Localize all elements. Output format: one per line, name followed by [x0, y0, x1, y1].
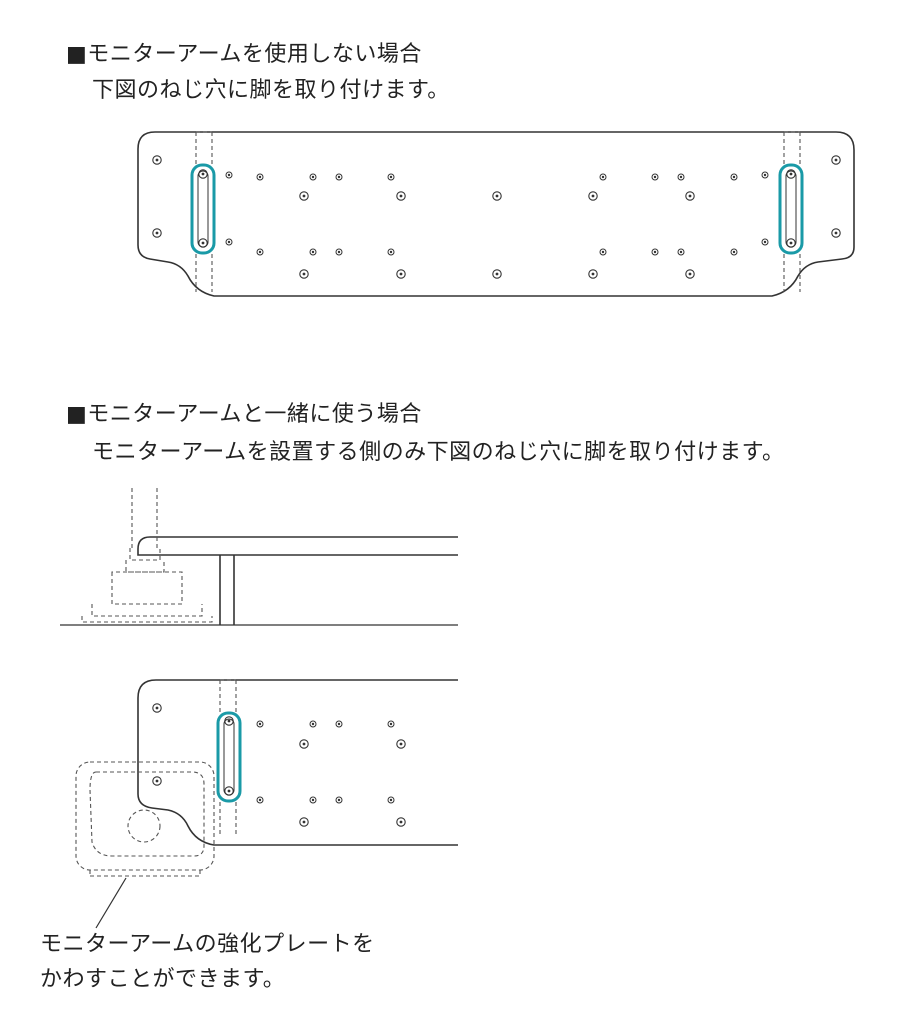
leg-mount-inner-right — [785, 170, 797, 248]
caption-leader-line — [95, 877, 127, 929]
desk-plate-partial-view — [137, 679, 458, 846]
screw-holes-partial — [152, 703, 406, 827]
section1-instruction: 下図のねじ穴に脚を取り付けます。 — [92, 78, 450, 103]
monitor-arm-outline — [81, 488, 213, 623]
leg-outline-partial — [219, 679, 237, 834]
screw-holes-top — [152, 155, 841, 279]
leg-outline-left — [195, 131, 213, 292]
section1-heading: ■モニターアームを使用しない場合 — [66, 42, 422, 67]
leg-mount-highlight-partial — [216, 711, 242, 803]
section2-instruction: モニターアームを設置する側のみ下図のねじ穴に脚を取り付けます。 — [92, 440, 785, 465]
caption-line1: モニターアームの強化プレートを — [40, 932, 375, 957]
desk-plate-top-view — [137, 131, 855, 297]
reinforcement-plate-outline — [75, 761, 215, 877]
section2-heading: ■モニターアームと一緒に使う場合 — [66, 402, 422, 427]
desk-side-view — [60, 536, 458, 626]
leg-mount-highlight-left — [190, 163, 216, 255]
leg-mount-highlight-right — [778, 163, 804, 255]
leg-mount-inner-partial — [223, 718, 235, 796]
leg-mount-inner-left — [197, 170, 209, 248]
caption-line2: かわすことができます。 — [40, 967, 286, 992]
leg-outline-right — [783, 131, 801, 292]
